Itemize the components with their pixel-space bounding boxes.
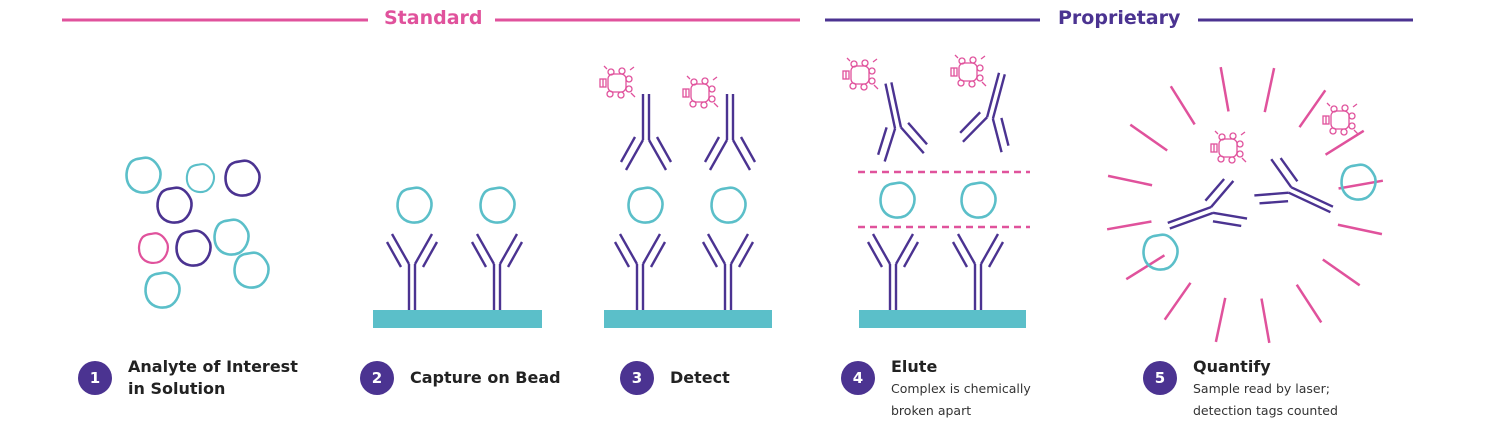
elute-illustration (842, 54, 1030, 328)
laser-ray (1324, 129, 1365, 156)
step-number-badge: 2 (360, 361, 394, 395)
laser-ray (1263, 67, 1276, 113)
step-title-cont: in Solution (128, 379, 226, 398)
laser-ray (1169, 85, 1196, 126)
laser-ray (1125, 254, 1166, 281)
step-number-badge: 4 (841, 361, 875, 395)
quantify-illustration (1106, 66, 1384, 344)
laser-ray (1260, 298, 1271, 344)
step-title: Capture on Bead (410, 368, 561, 387)
standard-header: Standard (384, 7, 483, 29)
laser-ray (1214, 297, 1227, 343)
laser-ray (1163, 282, 1192, 321)
laser-ray (1298, 89, 1327, 128)
bead-surface (373, 310, 542, 328)
proprietary-header: Proprietary (1058, 7, 1181, 29)
laser-ray (1106, 220, 1152, 231)
step-title: Elute (891, 357, 938, 376)
laser-ray (1107, 174, 1153, 187)
step-number-badge: 5 (1143, 361, 1177, 395)
laser-ray (1295, 283, 1323, 324)
step-description: Complex is chemically (891, 381, 1031, 396)
bead-surface (604, 310, 772, 328)
laser-ray (1337, 223, 1383, 236)
step-description: Sample read by laser; (1193, 381, 1330, 396)
step-title: Detect (670, 368, 730, 387)
step-number-badge: 1 (78, 361, 112, 395)
step-1: 1 Analyte of Interest in Solution (78, 356, 298, 400)
analytes-in-solution (125, 156, 270, 309)
bead-surface (859, 310, 1026, 328)
laser-ray (1322, 258, 1361, 287)
step-2: 2 Capture on Bead (360, 356, 561, 395)
step-title: Analyte of Interest (128, 357, 298, 376)
step-3: 3 Detect (620, 356, 730, 395)
capture-on-bead-illustration (373, 186, 542, 328)
step-description-cont: broken apart (891, 403, 972, 418)
step-description-cont: detection tags counted (1193, 403, 1338, 418)
step-number-badge: 3 (620, 361, 654, 395)
step-5: 5 Quantify Sample read by laser; detecti… (1143, 356, 1338, 422)
step-title: Quantify (1193, 357, 1271, 376)
laser-ray (1219, 66, 1230, 112)
detect-illustration (599, 65, 772, 328)
step-4: 4 Elute Complex is chemically broken apa… (841, 356, 1031, 422)
laser-ray (1129, 123, 1168, 152)
